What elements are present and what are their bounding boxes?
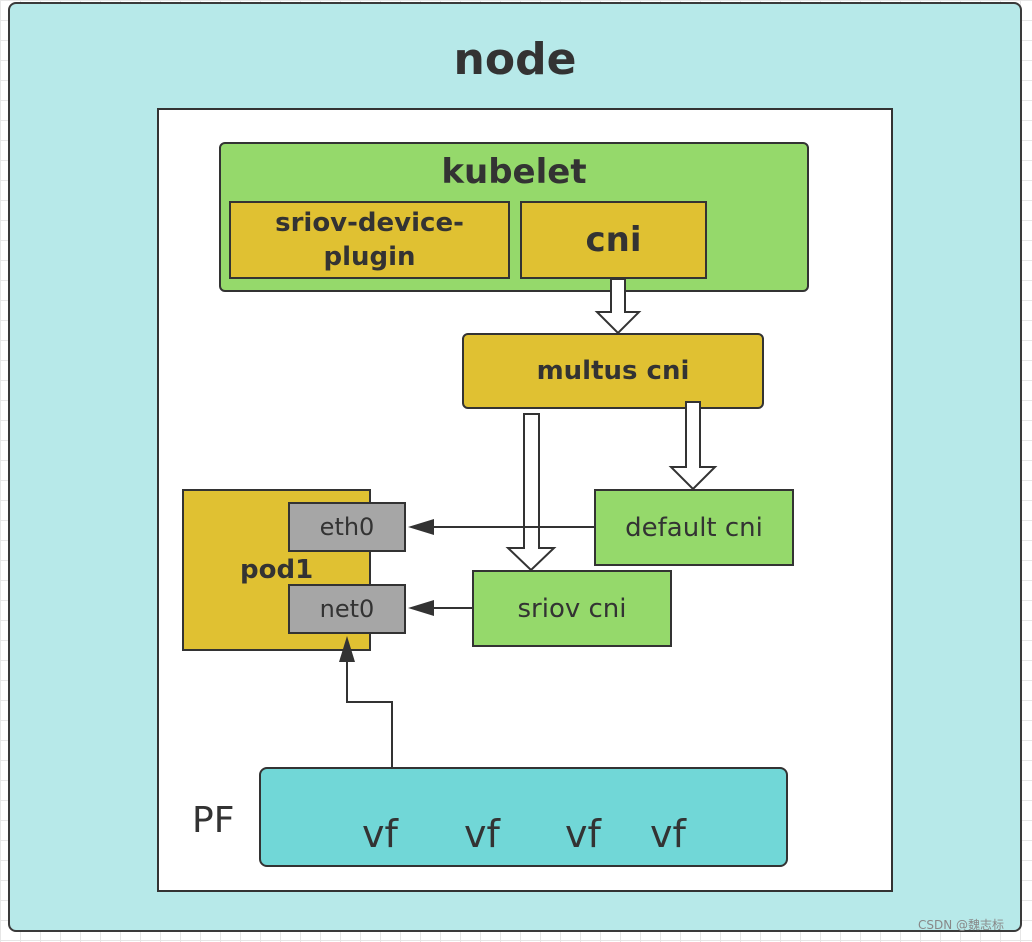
sriov-device-plugin-label-line2: plugin bbox=[323, 242, 416, 272]
vf-label-1: vf bbox=[362, 812, 398, 856]
net0-label: net0 bbox=[319, 595, 375, 623]
arrow-cni-to-multus bbox=[594, 278, 642, 335]
vf-label-3: vf bbox=[565, 812, 601, 856]
net0-interface: net0 bbox=[288, 584, 406, 634]
multus-cni-box: multus cni bbox=[462, 333, 764, 409]
default-cni-label: default cni bbox=[625, 512, 763, 543]
sriov-cni-box: sriov cni bbox=[472, 570, 672, 647]
arrow-default-cni-to-eth0-head bbox=[408, 519, 434, 535]
arrow-multus-to-sriov-cni bbox=[505, 413, 557, 572]
watermark: CSDN @魏志标 bbox=[918, 918, 1005, 932]
sriov-device-plugin-box: sriov-device- plugin bbox=[229, 201, 510, 279]
arrow-vf-to-net0-head bbox=[339, 636, 355, 662]
eth0-interface: eth0 bbox=[288, 502, 406, 552]
default-cni-box: default cni bbox=[594, 489, 794, 566]
eth0-label: eth0 bbox=[319, 513, 375, 541]
sriov-device-plugin-label-line1: sriov-device- bbox=[275, 208, 464, 238]
node-title: node bbox=[453, 34, 577, 85]
arrow-vf-to-net0-line bbox=[346, 660, 393, 767]
multus-cni-label: multus cni bbox=[536, 356, 690, 386]
arrow-multus-to-default-cni bbox=[668, 401, 718, 491]
pod1-label: pod1 bbox=[240, 555, 314, 585]
vf-label-4: vf bbox=[650, 812, 686, 856]
vf-label-2: vf bbox=[464, 812, 500, 856]
cni-label: cni bbox=[585, 220, 642, 260]
arrow-sriov-cni-to-net0-head bbox=[408, 600, 434, 616]
pf-box bbox=[259, 767, 788, 867]
sriov-cni-label: sriov cni bbox=[517, 593, 627, 624]
kubelet-title: kubelet bbox=[441, 152, 587, 192]
cni-box: cni bbox=[520, 201, 707, 279]
pf-label: PF bbox=[192, 800, 235, 841]
